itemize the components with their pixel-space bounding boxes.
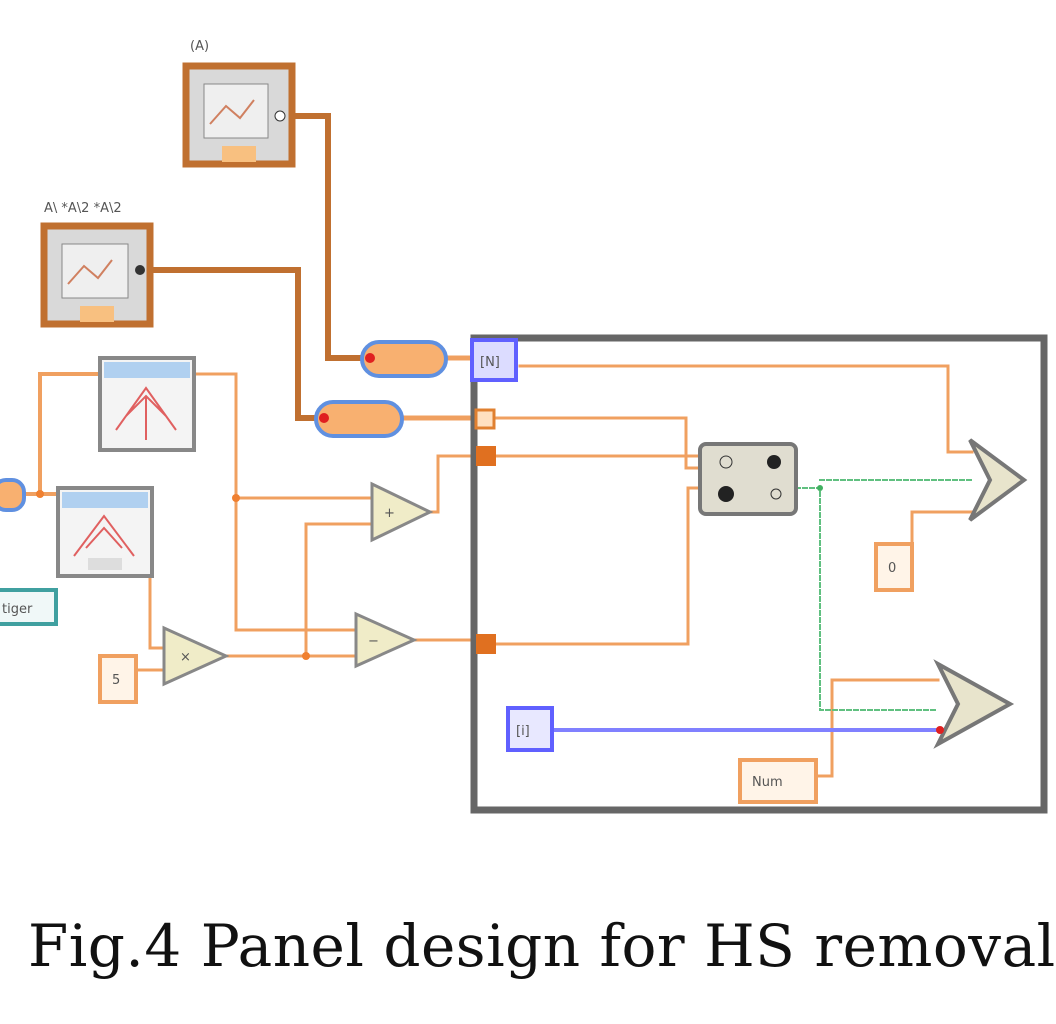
numeric-constant-left[interactable] xyxy=(98,654,138,704)
wire-lower-vi xyxy=(148,542,168,650)
loop-count-label: [N] xyxy=(480,355,500,370)
wire-inner-c xyxy=(490,486,702,646)
loop-count-terminal[interactable] xyxy=(470,338,518,382)
select-node-upper[interactable] xyxy=(968,438,1028,522)
select-node-lower[interactable] xyxy=(933,659,1015,749)
wire-input-left xyxy=(18,372,102,496)
num-constant[interactable] xyxy=(738,758,818,804)
numeric-constant-zero[interactable] xyxy=(874,542,914,592)
tunnel-1 xyxy=(474,408,496,430)
svg-text:×: × xyxy=(180,650,191,665)
svg-text:+: + xyxy=(384,506,395,521)
subvi-upper[interactable] xyxy=(98,356,196,452)
multiply-node[interactable] xyxy=(162,625,230,687)
wire-inner-top xyxy=(518,364,974,454)
cluster-constant[interactable] xyxy=(0,588,58,626)
iteration-terminal xyxy=(506,706,554,752)
svg-text:−: − xyxy=(368,634,379,649)
figure-caption: Fig.4 Panel design for HS removal xyxy=(28,912,1056,980)
iteration-terminal-label: [i] xyxy=(516,724,530,739)
property-node-1[interactable] xyxy=(360,340,448,378)
subvi-lower[interactable] xyxy=(56,486,154,578)
ref-top-label: (A) xyxy=(190,39,209,54)
cluster-constant-label: tiger xyxy=(2,602,33,617)
build-array-node[interactable] xyxy=(698,442,798,516)
wire-boolean xyxy=(795,487,939,711)
tunnel-3 xyxy=(476,634,496,654)
loop-structure[interactable] xyxy=(470,334,1048,814)
wire-ref-top xyxy=(285,113,373,361)
property-node-2[interactable] xyxy=(314,400,404,438)
wire-const0 xyxy=(910,510,974,550)
ref-mid-label: A\ *A\2 *A\2 xyxy=(44,201,122,216)
wire-inner-a xyxy=(490,416,702,470)
wire-mul-branch xyxy=(304,522,374,658)
add-node-upper[interactable] xyxy=(370,481,434,543)
input-control[interactable] xyxy=(0,478,26,512)
subtract-node[interactable] xyxy=(354,611,418,669)
block-diagram: [N] (A) A\ *A\2 *A\2 tiger × + − 5 xyxy=(0,39,1048,814)
tunnel-2 xyxy=(476,446,496,466)
wire-ref-mid xyxy=(147,267,327,421)
numeric-constant-left-label: 5 xyxy=(112,673,120,688)
num-constant-label: Num xyxy=(752,775,783,790)
numeric-constant-zero-label: 0 xyxy=(888,561,896,576)
